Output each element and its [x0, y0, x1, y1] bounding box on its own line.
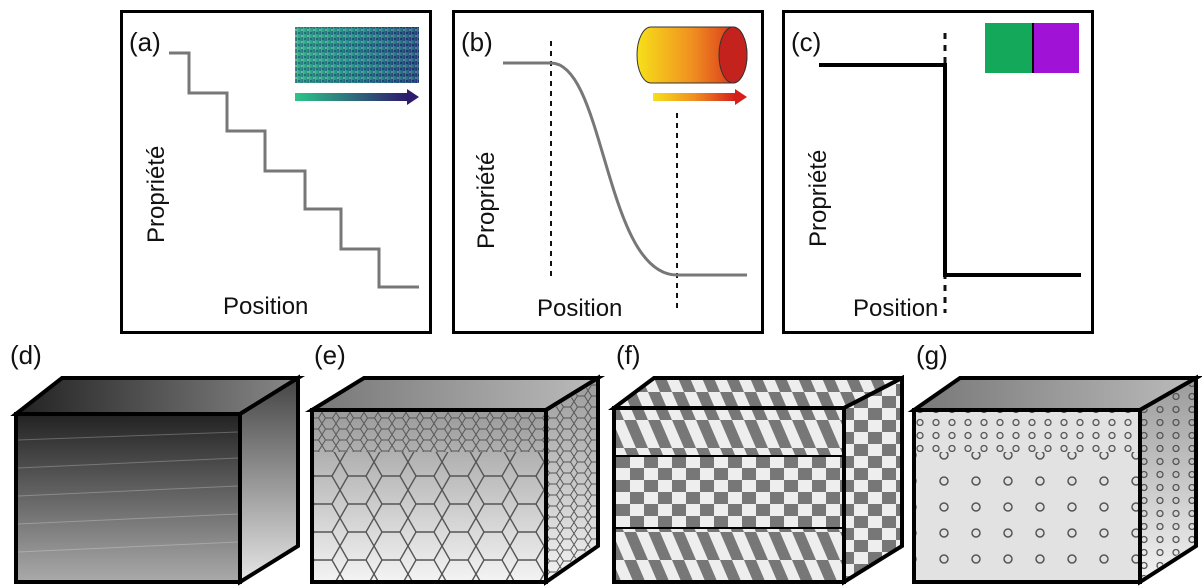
sigmoid-graph	[503, 26, 748, 309]
green-block	[985, 23, 1033, 73]
cube-e-grain-gradient	[304, 374, 606, 586]
x-axis-label: Position	[853, 295, 939, 322]
gradient-arrow	[295, 93, 407, 101]
x-axis-label: Position	[223, 293, 309, 320]
gradient-arrow	[653, 93, 735, 101]
panel-label: (c)	[791, 27, 822, 57]
purple-block	[1033, 23, 1079, 73]
staircase-line	[169, 51, 419, 289]
gradient-cylinder-icon	[636, 26, 748, 84]
cube-label: (d)	[10, 340, 42, 370]
cube-label: (g)	[916, 340, 948, 370]
cube-g-porosity-gradient	[907, 374, 1202, 586]
sigmoid-line	[503, 61, 747, 277]
panel-c: (c) Propriété Position	[782, 10, 1094, 334]
panel-label: (a)	[129, 27, 161, 57]
staircase-graph	[169, 27, 419, 289]
cube-label: (e)	[314, 340, 346, 370]
panel-label: (b)	[461, 27, 493, 57]
cube-f-multilayer-pattern	[608, 374, 904, 586]
step-graph	[819, 23, 1081, 313]
cube-d-layered-gradient	[10, 374, 306, 586]
cube-label: (f)	[616, 340, 641, 370]
x-axis-label: Position	[537, 295, 623, 322]
step-line	[819, 63, 1081, 277]
panel-a: (a) Propriété Position	[120, 10, 432, 334]
panel-b: (b) Propriété Position	[452, 10, 764, 334]
